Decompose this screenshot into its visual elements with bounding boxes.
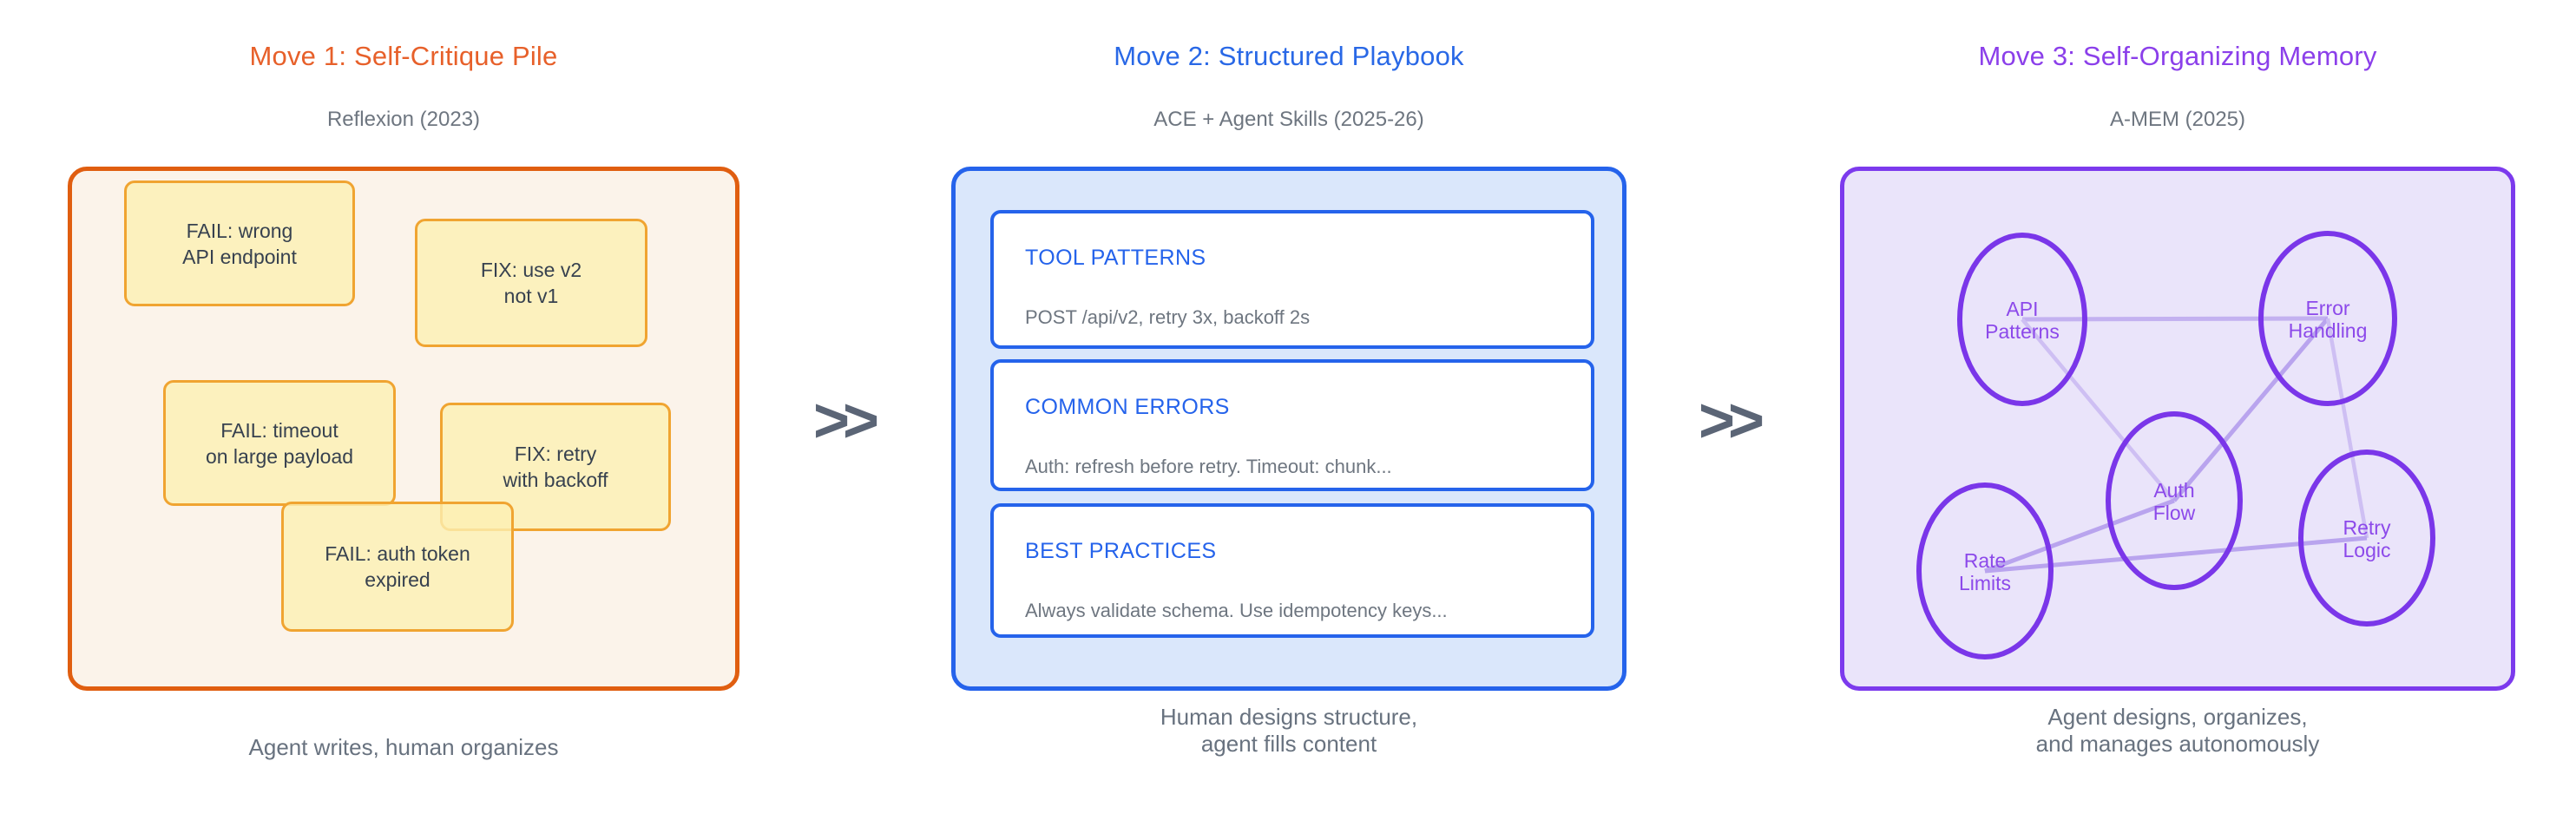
node-label: Error bbox=[2305, 297, 2349, 319]
edge-api-patterns-error-handling bbox=[2021, 316, 2329, 322]
caption-line: Agent designs, organizes, bbox=[2047, 704, 2308, 730]
panel2-title: Move 2: Structured Playbook bbox=[1114, 41, 1464, 71]
panel3-title: Move 3: Self-Organizing Memory bbox=[1978, 41, 2377, 71]
card-body: POST /api/v2, retry 3x, backoff 2s bbox=[1025, 306, 1311, 328]
edge-api-patterns-auth-flow bbox=[2021, 318, 2176, 502]
card-header: COMMON ERRORS bbox=[1025, 395, 1230, 419]
note-line: API endpoint bbox=[182, 245, 297, 268]
playbook-card-best-practices: BEST PRACTICES Always validate schema. U… bbox=[990, 503, 1594, 638]
node-auth-flow bbox=[2106, 411, 2243, 590]
panel3-subtitle: A-MEM (2025) bbox=[2109, 108, 2246, 131]
note-line: FAIL: timeout bbox=[220, 418, 338, 442]
caption-line: and manages autonomously bbox=[2035, 731, 2320, 757]
caption-line: Agent writes, human organizes bbox=[248, 734, 559, 760]
node-rate-limits bbox=[1916, 482, 2054, 660]
caption-line: agent fills content bbox=[1200, 731, 1377, 757]
node-label: Handling bbox=[2289, 319, 2368, 342]
note-line: not v1 bbox=[503, 285, 559, 307]
note-line: FAIL: auth token bbox=[325, 542, 470, 565]
edge-error-handling-retry-logic bbox=[2325, 318, 2369, 539]
node-label: Patterns bbox=[1985, 320, 2060, 343]
node-error-handling bbox=[2258, 231, 2397, 406]
panel1-title: Move 1: Self-Critique Pile bbox=[249, 41, 558, 71]
memory-graph: API Patterns Error Handling Auth Flow Ra… bbox=[1916, 231, 2435, 660]
card-header: BEST PRACTICES bbox=[1025, 539, 1217, 563]
node-api-patterns bbox=[1957, 233, 2087, 406]
node-label: Rate bbox=[1964, 549, 2007, 572]
note-line: expired bbox=[365, 568, 430, 591]
node-label: Flow bbox=[2153, 502, 2196, 524]
panel2-subtitle: ACE + Agent Skills (2025-26) bbox=[1153, 108, 1424, 131]
note-line: with backoff bbox=[503, 469, 608, 491]
note-line: FIX: retry bbox=[514, 443, 597, 465]
edge-rate-limits-auth-flow bbox=[1984, 498, 2175, 574]
node-label: Retry bbox=[2343, 516, 2391, 539]
edge-error-handling-auth-flow bbox=[2172, 317, 2330, 502]
sticky-note-fix-use-v2: FIX: use v2 not v1 bbox=[415, 219, 647, 347]
panel3-caption: Agent designs, organizes, and manages au… bbox=[1840, 704, 2515, 758]
node-label: Logic bbox=[2343, 539, 2391, 561]
sticky-note-fail-wrong-api: FAIL: wrong API endpoint bbox=[124, 180, 355, 306]
sticky-note-fail-auth-token: FAIL: auth token expired bbox=[281, 502, 514, 632]
playbook-card-tool-patterns: TOOL PATTERNS POST /api/v2, retry 3x, ba… bbox=[990, 210, 1594, 349]
note-line: FIX: use v2 bbox=[480, 259, 582, 281]
playbook-card-common-errors: COMMON ERRORS Auth: refresh before retry… bbox=[990, 359, 1594, 491]
node-retry-logic bbox=[2298, 450, 2435, 627]
node-label: Limits bbox=[1959, 572, 2011, 594]
node-label: Auth bbox=[2153, 479, 2194, 502]
note-line: on large payload bbox=[205, 444, 354, 468]
caption-line: Human designs structure, bbox=[1160, 704, 1418, 730]
card-body: Auth: refresh before retry. Timeout: chu… bbox=[1025, 456, 1392, 477]
node-label: API bbox=[2006, 298, 2038, 320]
panel1-subtitle: Reflexion (2023) bbox=[326, 108, 481, 131]
panel1-caption: Agent writes, human organizes bbox=[68, 734, 739, 761]
panel3-container-box bbox=[1840, 167, 2515, 691]
note-line: FAIL: wrong bbox=[186, 219, 293, 242]
card-header: TOOL PATTERNS bbox=[1025, 246, 1206, 270]
sticky-note-fail-timeout: FAIL: timeout on large payload bbox=[163, 380, 396, 506]
chevron-right-icon: >> bbox=[1698, 386, 1764, 456]
card-body: Always validate schema. Use idempotency … bbox=[1025, 600, 1448, 621]
chevron-right-icon: >> bbox=[812, 386, 879, 456]
panel2-caption: Human designs structure, agent fills con… bbox=[951, 704, 1626, 758]
edge-rate-limits-retry-logic bbox=[1984, 535, 2368, 574]
